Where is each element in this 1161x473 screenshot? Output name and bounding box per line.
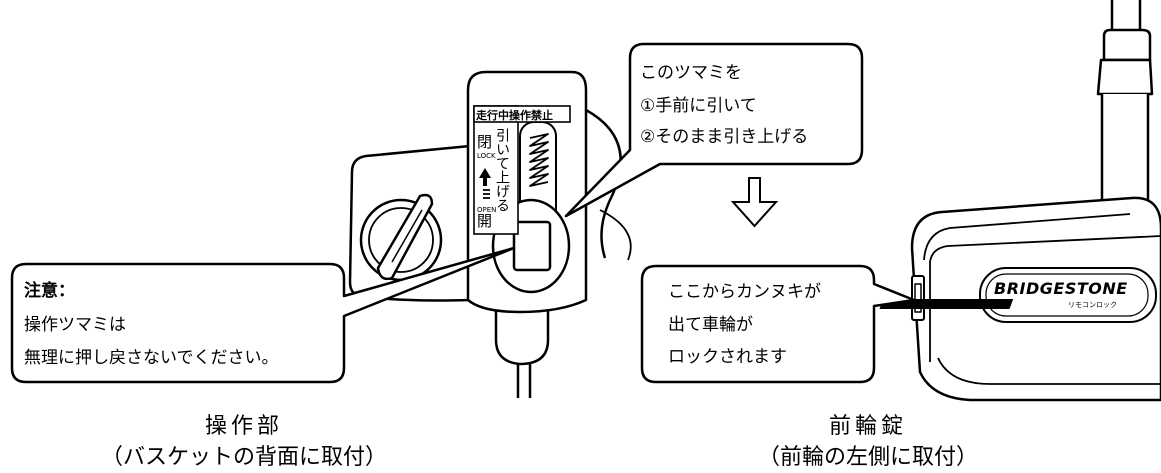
up-arrow-icon — [479, 168, 491, 186]
bolt-line2: 出て車輪が — [668, 315, 753, 335]
callout-knob-line2: ①手前に引いて — [640, 96, 757, 116]
left-caption-sub: （バスケットの背面に取付） — [101, 445, 387, 470]
callout-knob-line3: ②そのまま引き上げる — [640, 127, 808, 147]
close-kanji: 閉 — [477, 133, 492, 151]
callout-bolt: ここからカンヌキが 出て車輪が ロックされます — [640, 264, 916, 384]
warning-title: 注意： — [24, 280, 75, 301]
brand-sub: リモコンロック — [1068, 301, 1117, 309]
warning-line1: 操作ツマミは — [24, 315, 126, 335]
open-label: OPEN — [477, 206, 496, 214]
down-arrow-icon — [730, 177, 779, 228]
bolt-line3: ロックされます — [668, 347, 787, 367]
warning-line2: 無理に押し戻さないでください。 — [24, 348, 279, 368]
bolt-line1: ここからカンヌキが — [668, 282, 821, 302]
brand-logo: BRIDGESTONE リモコンロック — [879, 279, 1128, 309]
callout-warning: 注意： 操作ツマミは 無理に押し戻さないでください。 — [10, 246, 516, 384]
lock-panel-sticker: 走行中操作禁止 閉 LOCK 引いて上げる OPEN 開 — [473, 105, 571, 235]
front-wheel-lock-illustration — [910, 0, 1161, 402]
brand-name: BRIDGESTONE — [994, 279, 1128, 298]
pull-text: 引いて上げる — [494, 128, 510, 212]
panel-header: 走行中操作禁止 — [475, 108, 553, 122]
step-lines — [483, 189, 490, 199]
right-caption-sub: （前輪の左側に取付） — [758, 445, 978, 470]
lock-label: LOCK — [477, 152, 496, 160]
callout-knob-line1: このツマミを — [640, 63, 742, 83]
left-caption-title: 操作部 — [205, 414, 283, 439]
open-kanji: 開 — [477, 212, 492, 230]
callout-knob: このツマミを ①手前に引いて ②そのまま引き上げる — [564, 42, 864, 218]
right-caption-title: 前輪錠 — [829, 414, 907, 439]
